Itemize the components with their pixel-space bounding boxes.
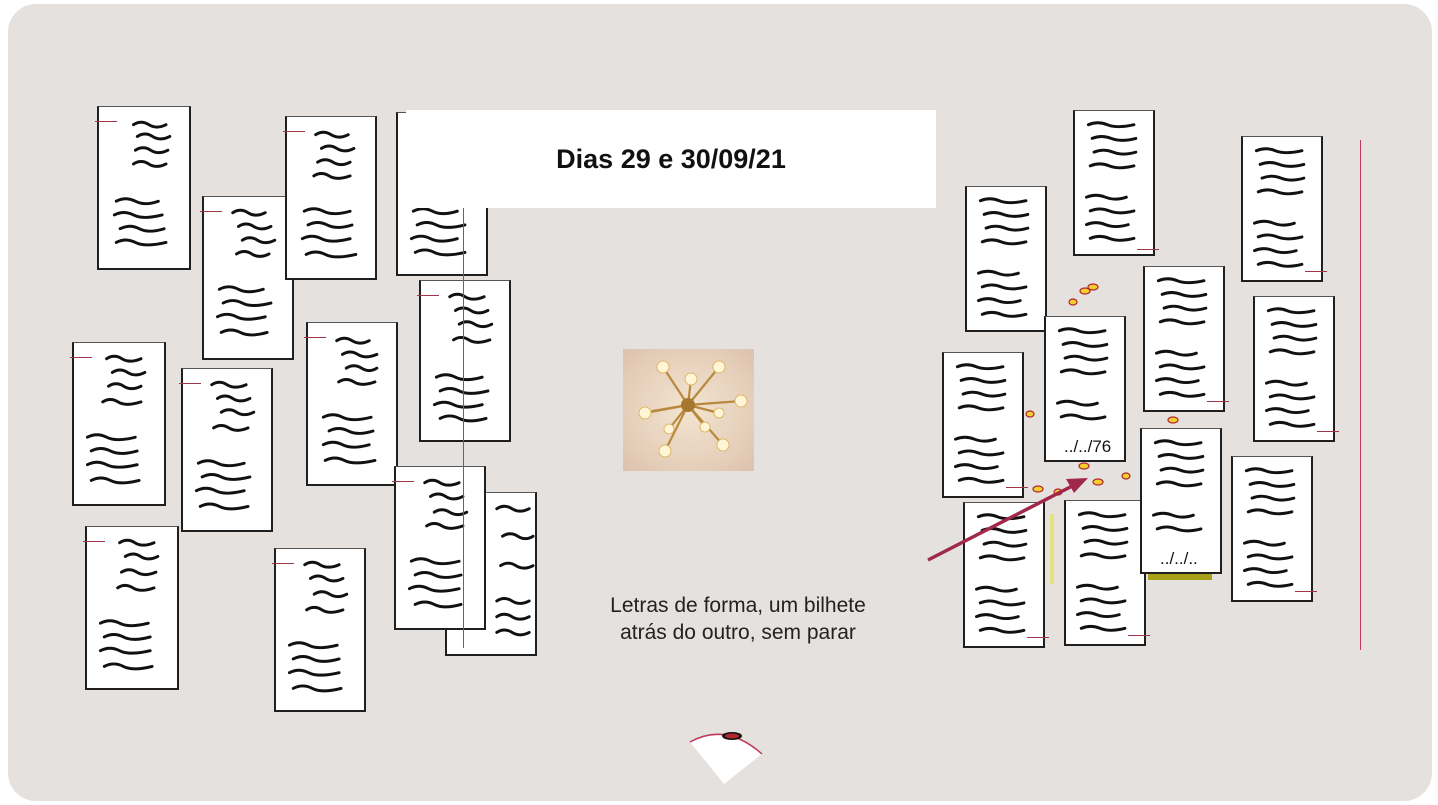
note-date-label: ../../..	[1160, 549, 1198, 568]
note-card	[272, 548, 366, 712]
canvas: Dias 29 e 30/09/21 Letras de forma, um b	[8, 4, 1432, 801]
vertical-red-line	[1360, 140, 1361, 650]
page-title: Dias 29 e 30/09/21	[556, 143, 786, 174]
note-card	[304, 322, 398, 486]
note-card	[963, 502, 1049, 648]
note-card	[179, 368, 273, 532]
highlight-bar	[1148, 574, 1212, 580]
caption-line-2: atrás do outro, sem parar	[620, 621, 856, 644]
caption-line-1: Letras de forma, um bilhete	[610, 594, 866, 617]
note-card	[1064, 500, 1150, 646]
note-date-label: ../../76	[1064, 437, 1112, 456]
note-card-dated: ../../..	[1140, 428, 1222, 574]
note-card	[283, 116, 377, 280]
note-card	[942, 352, 1028, 498]
note-card	[392, 466, 486, 630]
title-banner: Dias 29 e 30/09/21	[406, 110, 936, 208]
note-card	[1073, 110, 1159, 256]
note-card	[95, 106, 191, 270]
note-card	[417, 280, 511, 442]
note-card	[965, 186, 1047, 332]
caption: Letras de forma, um bilhete atrás do out…	[568, 592, 908, 646]
highlight-bar	[1050, 514, 1054, 584]
eye-icon[interactable]	[686, 726, 766, 786]
note-card	[200, 196, 294, 360]
note-card	[1143, 266, 1229, 412]
note-card	[1231, 456, 1317, 602]
note-card	[1253, 296, 1339, 442]
note-card	[70, 342, 166, 506]
note-card-dated: ../../76	[1044, 316, 1126, 462]
note-card	[1241, 136, 1327, 282]
chandelier-photo	[623, 349, 754, 471]
note-card	[83, 526, 179, 690]
vertical-red-line	[463, 208, 464, 648]
